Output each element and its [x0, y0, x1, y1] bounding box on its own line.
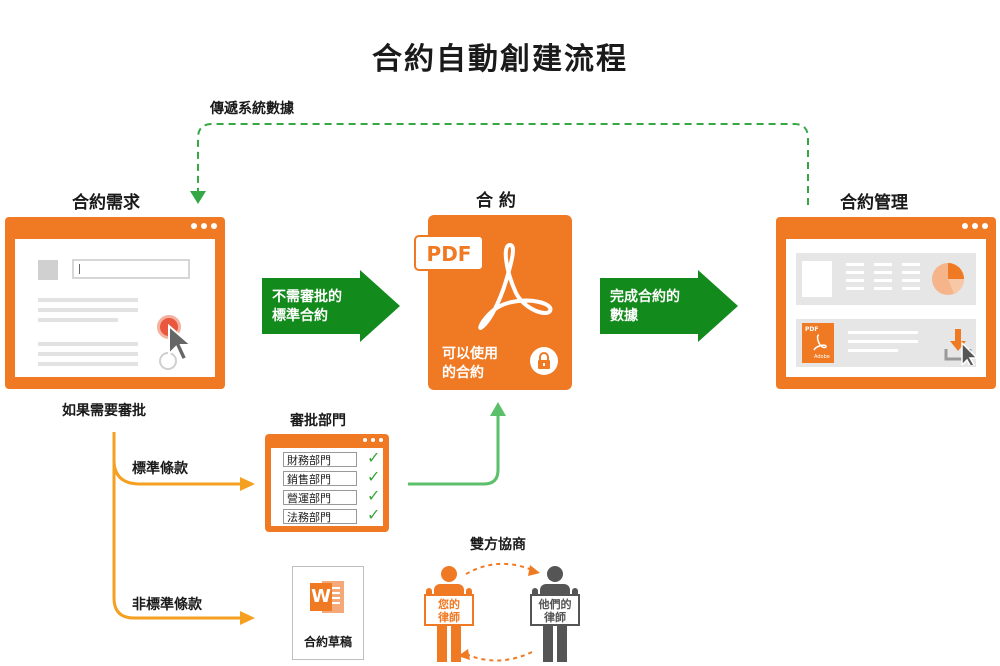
your-lawyer-sign: 您的 律師 [424, 594, 474, 626]
approval-dept-window: 財務部門 ✓ 銷售部門 ✓ 營運部門 ✓ 法務部門 ✓ [265, 434, 389, 532]
management-window-body: PDF Adobe [786, 239, 986, 377]
contract-label: 合 約 [476, 191, 516, 211]
feedback-label: 傳遞系統數據 [210, 101, 294, 117]
your-lawyer-figure: 您的 律師 [424, 566, 474, 662]
dept-row-finance: 財務部門 [283, 452, 357, 467]
contract-draft-doc: W 合約草稿 [292, 566, 364, 660]
pdf-file-icon: PDF Adobe [802, 323, 834, 363]
image-placeholder [38, 260, 58, 280]
negotiation-label: 雙方協商 [470, 537, 526, 553]
pdf-caption: 可以使用 的合約 [442, 346, 498, 381]
page-title: 合約自動創建流程 [372, 42, 628, 77]
pdf-badge: PDF [414, 235, 484, 271]
draft-label: 合約草稿 [303, 635, 352, 649]
pdf-contract-card: PDF 可以使用 的合約 [414, 215, 572, 390]
report-panel [796, 253, 976, 305]
acrobat-logo-icon [478, 243, 553, 330]
requirement-label: 合約需求 [72, 193, 140, 213]
cursor-icon [168, 324, 194, 362]
non-standard-terms-label: 非標準條款 [132, 597, 202, 613]
approval-dept-label: 審批部門 [290, 413, 346, 429]
their-lawyer-sign: 他們的 律師 [530, 594, 580, 626]
done-data-arrow: 完成合約的 數據 [600, 268, 738, 344]
dept-row-legal: 法務部門 [283, 509, 357, 524]
lock-icon [530, 347, 558, 375]
word-icon: W [310, 579, 344, 615]
download-icon [944, 329, 979, 365]
download-panel: PDF Adobe [796, 319, 979, 367]
no-approval-text: 不需審批的 標準合約 [272, 289, 342, 324]
window-dots [363, 438, 383, 442]
their-lawyer-figure: 他們的 律師 [530, 566, 580, 662]
dept-row-operations: 營運部門 [283, 490, 357, 505]
check-icon: ✓ [367, 486, 381, 505]
window-dots [191, 223, 217, 229]
if-approval-label: 如果需要審批 [62, 403, 146, 419]
check-icon: ✓ [367, 505, 381, 524]
text-field-graphic [72, 259, 190, 279]
dept-row-sales: 銷售部門 [283, 471, 357, 486]
management-window: PDF Adobe [776, 217, 996, 389]
approval-dept-body: 財務部門 ✓ 銷售部門 ✓ 營運部門 ✓ 法務部門 ✓ [271, 448, 383, 526]
done-data-text: 完成合約的 數據 [610, 289, 680, 324]
check-icon: ✓ [367, 448, 381, 467]
requirement-window [5, 217, 225, 389]
no-approval-arrow: 不需審批的 標準合約 [262, 268, 400, 344]
requirement-window-body [15, 239, 215, 377]
management-label: 合約管理 [840, 193, 908, 213]
check-icon: ✓ [367, 467, 381, 486]
window-dots [962, 223, 988, 229]
pie-chart-icon [932, 263, 965, 295]
standard-terms-label: 標準條款 [132, 461, 188, 477]
